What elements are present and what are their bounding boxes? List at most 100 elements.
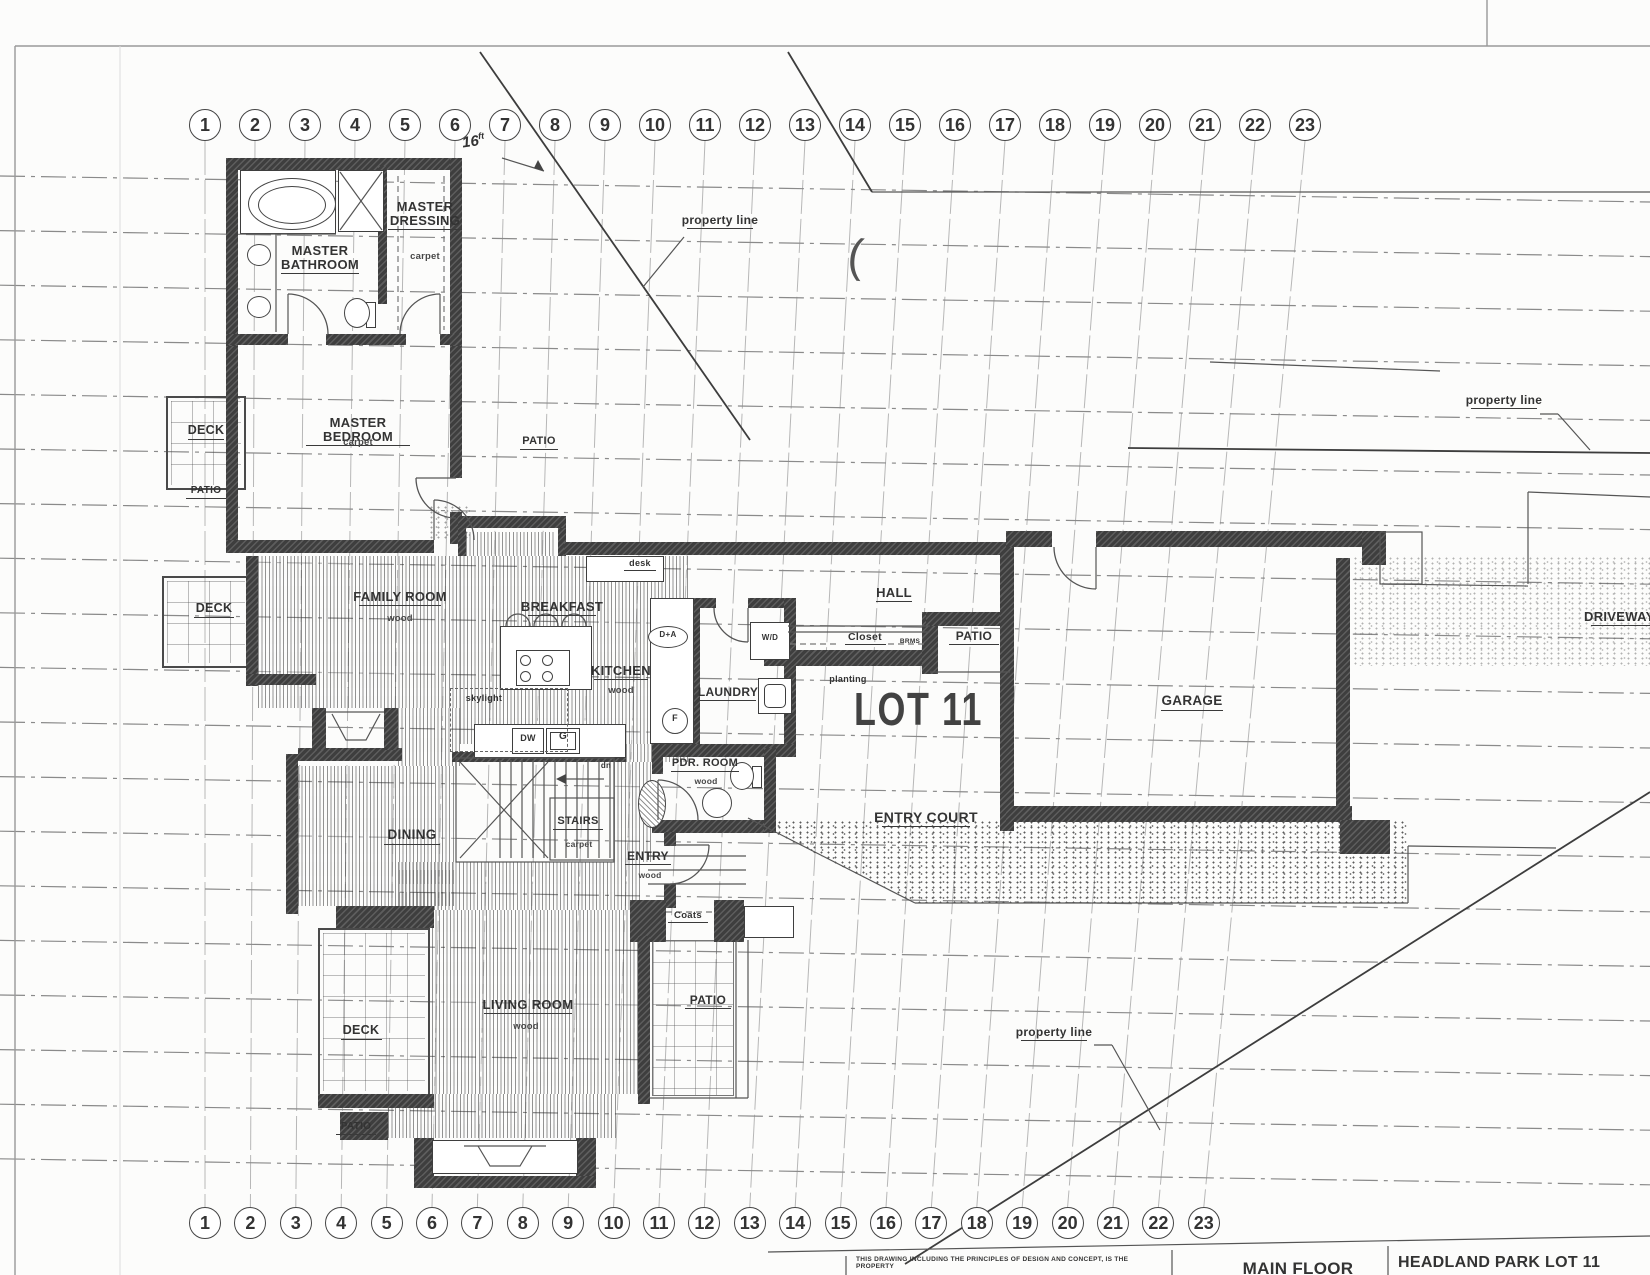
label-patio-living: PATIO (680, 994, 736, 1009)
label-finish-wood: wood (638, 870, 662, 880)
wall (652, 757, 663, 774)
deck-boards (323, 933, 425, 1091)
grid-bubble-top: 18 (1039, 109, 1071, 141)
grid-bubble-top: 6 (439, 109, 471, 141)
wall (1340, 820, 1390, 854)
title-block-disclaimer: THIS DRAWING INCLUDING THE PRINCIPLES OF… (856, 1256, 1129, 1271)
burner-icon (520, 655, 531, 666)
casework (432, 1140, 578, 1174)
grid-bubble-top: 2 (239, 109, 271, 141)
grid-bubble-bottom: 13 (733, 1207, 766, 1239)
label-finish-wood: wood (608, 685, 634, 696)
label-closet-small: BRMS (899, 638, 921, 645)
wall (312, 708, 326, 750)
grid-bubble-bottom: 17 (915, 1207, 948, 1239)
grid-bubble-bottom: 19 (1006, 1207, 1039, 1239)
label-dishwasher: DW (520, 733, 536, 743)
grid-bubble-top: 7 (489, 109, 521, 141)
grid-bubble-bottom: 23 (1187, 1207, 1220, 1239)
dimension-bracket: ( (845, 228, 867, 282)
wall (1006, 531, 1052, 547)
grid-bubble-bottom: 8 (506, 1207, 539, 1239)
wall (458, 528, 466, 556)
grid-bubble-top: 13 (789, 109, 821, 141)
label-finish-wood: wood (513, 1021, 539, 1032)
grid-bubble-bottom: 6 (416, 1207, 448, 1239)
planter-icon (638, 780, 666, 828)
grid-bubble-bottom: 10 (597, 1207, 630, 1239)
label-finish-carpet: carpet (410, 251, 440, 262)
patio-paving (652, 940, 734, 1096)
wall (714, 900, 744, 942)
sink-icon (702, 788, 732, 818)
grid-bubble-bottom: 5 (370, 1207, 403, 1239)
bathtub-icon (258, 186, 326, 224)
grid-bubble-bottom: 7 (461, 1207, 494, 1239)
label-property-line-east: property line (1465, 393, 1543, 407)
deck-boards (167, 581, 245, 663)
grid-bubble-bottom: 16 (870, 1207, 902, 1239)
wall (246, 556, 258, 686)
grid-bubble-top: 21 (1189, 109, 1221, 141)
grid-bubble-top: 5 (389, 109, 421, 141)
grid-bubble-top: 8 (539, 109, 571, 141)
wall (458, 516, 566, 528)
wood-floor-hatch (258, 556, 460, 708)
wall (558, 528, 566, 556)
grid-bubble-top: 17 (989, 109, 1021, 141)
grid-bubble-bottom: 14 (779, 1207, 812, 1239)
label-deck-mid: DECK (190, 601, 238, 618)
label-coats: Coats (664, 910, 712, 923)
label-master-bathroom: MASTER BATHROOM (272, 243, 368, 274)
grid-bubble-bottom: 9 (552, 1207, 585, 1239)
grid-bubble-bottom: 11 (643, 1207, 675, 1239)
wall (336, 906, 434, 928)
wall (318, 1094, 434, 1108)
label-laundry: LAUNDRY (694, 686, 762, 701)
wall (1006, 806, 1352, 822)
wall (226, 540, 434, 553)
wall (384, 708, 398, 750)
wall (638, 936, 650, 1104)
wall (1336, 558, 1350, 820)
label-finish-wood: wood (387, 613, 413, 624)
wall (226, 158, 462, 170)
grid-bubble-top: 3 (289, 109, 321, 141)
casework (744, 906, 794, 938)
grid-bubble-top: 12 (739, 109, 771, 141)
wall (226, 346, 238, 544)
grid-bubble-top: 19 (1089, 109, 1121, 141)
label-lot-number: LOT 11 (854, 683, 984, 735)
grid-bubble-top: 16 (939, 109, 971, 141)
wood-floor-hatch (398, 862, 640, 910)
grid-bubble-top: 23 (1289, 109, 1321, 141)
wall (440, 334, 462, 345)
label-kitchen: KITCHEN (588, 663, 654, 680)
wall (414, 1176, 596, 1188)
wall (246, 674, 316, 685)
grid-bubble-top: 9 (589, 109, 621, 141)
grid-bubble-bottom: 20 (1051, 1207, 1084, 1239)
wall (226, 158, 238, 346)
label-stairs: STAIRS (548, 815, 608, 830)
label-dining: DINING (378, 827, 446, 845)
grid-bubble-top: 20 (1139, 109, 1171, 141)
label-entry-court: ENTRY COURT (872, 809, 980, 827)
label-ovens: D+A (659, 630, 677, 639)
label-desk: desk (620, 558, 660, 571)
label-stair-direction: dn (600, 761, 612, 770)
wall (564, 542, 700, 555)
label-hall: HALL (872, 585, 916, 602)
label-deck-upper: DECK (184, 423, 228, 440)
label-patio-rear: PATIO (516, 435, 562, 450)
entry-court-paving (748, 820, 1408, 903)
label-patio-upper: PATIO (182, 485, 230, 499)
grid-bubble-top: 14 (839, 109, 871, 141)
grid-bubble-bottom: 21 (1097, 1207, 1129, 1239)
title-block-project: HEADLAND PARK LOT 11 (1398, 1254, 1601, 1271)
grid-bubble-top: 10 (639, 109, 671, 141)
laundry-sink-basin (764, 684, 786, 708)
wall (698, 542, 1010, 555)
sink-icon (247, 244, 271, 266)
wall (1096, 531, 1386, 547)
